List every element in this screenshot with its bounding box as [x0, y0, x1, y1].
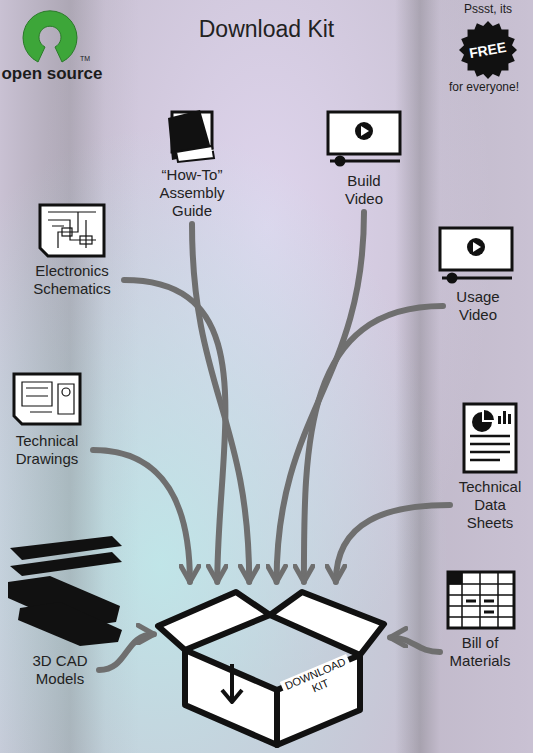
- cad-icon: [8, 536, 122, 646]
- label-text: 3D CAD Models: [25, 652, 95, 688]
- schematic-icon: [40, 205, 104, 256]
- video-icon: [328, 112, 400, 165]
- logo-text: open source: [0, 64, 104, 84]
- video-icon: [440, 228, 512, 282]
- icon-label: Technical Drawings: [5, 432, 89, 468]
- note: for everyone!: [438, 80, 530, 94]
- label-text: Bill of Materials: [444, 634, 516, 670]
- icon-label: Technical Data Sheets: [454, 478, 526, 532]
- icon-label: Electronics Schematics: [24, 262, 120, 298]
- datasheet-icon: [464, 404, 516, 472]
- curved-arrow: [93, 450, 190, 582]
- box-illustration: [158, 592, 384, 745]
- label-text: Technical Data Sheets: [454, 478, 526, 532]
- book-icon: [168, 110, 214, 162]
- icon-label: 3D CAD Models: [25, 652, 95, 688]
- drawing-icon: [14, 374, 80, 424]
- curved-arrow: [99, 634, 154, 670]
- box-text: DOWNLOAD KIT: [280, 654, 356, 706]
- open-source-logo: [23, 11, 77, 62]
- note: Pssst, its: [446, 2, 530, 16]
- icon-label: Usage Video: [447, 288, 509, 324]
- icon-label: Build Video: [338, 172, 390, 208]
- label-text: Build Video: [338, 172, 390, 208]
- curved-arrow: [304, 306, 443, 582]
- label-text: Usage Video: [447, 288, 509, 324]
- curved-arrow: [390, 637, 440, 652]
- trademark: TM: [77, 55, 93, 62]
- curved-arrow: [124, 280, 225, 582]
- curved-arrow: [336, 505, 450, 582]
- label-text: “How-To” Assembly Guide: [153, 166, 231, 220]
- download-box: DOWNLOAD KIT: [158, 585, 386, 749]
- label-text: Electronics Schematics: [24, 262, 120, 298]
- label-text: Technical Drawings: [5, 432, 89, 468]
- icon-label: Bill of Materials: [444, 634, 516, 670]
- table-icon: [448, 572, 514, 628]
- icon-label: “How-To” Assembly Guide: [153, 166, 231, 220]
- free-badge: FREE: [459, 21, 517, 79]
- title: Download Kit: [0, 16, 533, 43]
